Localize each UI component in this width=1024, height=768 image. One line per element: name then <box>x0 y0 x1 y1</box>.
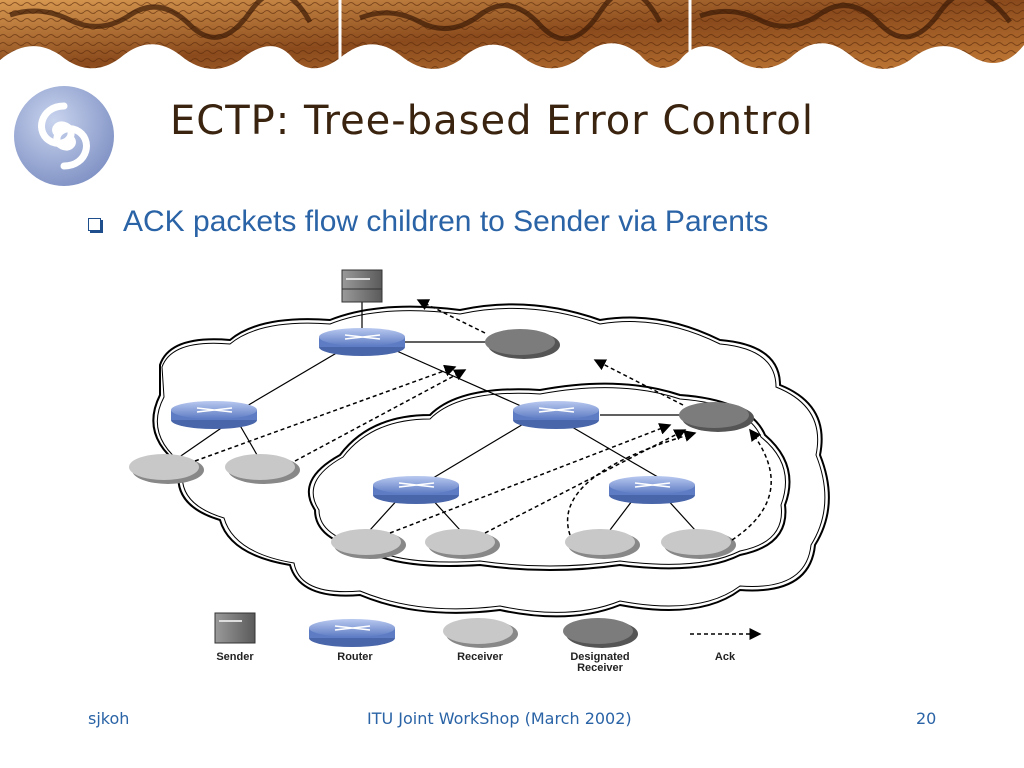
decorative-banner <box>0 0 1024 70</box>
sender-icon <box>341 269 383 303</box>
legend-router-icon <box>309 619 395 647</box>
router-icon <box>171 401 257 429</box>
router-icon <box>373 476 459 504</box>
legend-ack-label: Ack <box>715 651 736 663</box>
legend-router-label: Router <box>337 651 373 663</box>
router-icon <box>513 401 599 429</box>
designated-receiver-icon <box>679 402 754 432</box>
router-icon <box>609 476 695 504</box>
ack-arrow <box>484 429 687 534</box>
ack-arrow <box>566 430 697 536</box>
receiver-icon <box>661 529 736 559</box>
footer-page-number: 20 <box>916 709 937 728</box>
legend-receiver-label: Receiver <box>457 651 504 663</box>
bullet-text: ACK packets flow children to Sender via … <box>123 205 769 238</box>
legend-sender-icon <box>214 612 256 644</box>
square-bullet-icon <box>88 217 101 231</box>
receiver-icon <box>331 529 406 559</box>
ack-arrow <box>731 428 772 541</box>
legend: Sender Router Receiver Designated Receiv… <box>214 612 762 674</box>
receiver-icon <box>225 454 300 484</box>
footer-event: ITU Joint WorkShop (March 2002) <box>367 709 632 728</box>
router-icon <box>319 328 405 356</box>
slide-title: ECTP: Tree-based Error Control <box>170 98 814 144</box>
network-diagram: Sender Router Receiver Designated Receiv… <box>129 269 830 674</box>
ack-arrow <box>416 299 486 334</box>
receiver-icon <box>129 454 204 484</box>
legend-designated-label-2: Receiver <box>577 662 624 674</box>
legend-designated-receiver-icon <box>563 618 638 648</box>
receiver-icon <box>425 529 500 559</box>
bullet-item: ACK packets flow children to Sender via … <box>88 205 768 239</box>
ack-arrow <box>593 359 684 406</box>
swirl-logo-icon <box>14 86 114 186</box>
ack-arrow <box>389 423 672 534</box>
footer-author: sjkoh <box>88 709 130 728</box>
designated-receiver-icon <box>485 329 560 359</box>
legend-sender-label: Sender <box>216 651 254 663</box>
legend-receiver-icon <box>443 618 518 648</box>
receiver-icon <box>565 529 640 559</box>
legend-designated-label-1: Designated <box>570 651 629 663</box>
